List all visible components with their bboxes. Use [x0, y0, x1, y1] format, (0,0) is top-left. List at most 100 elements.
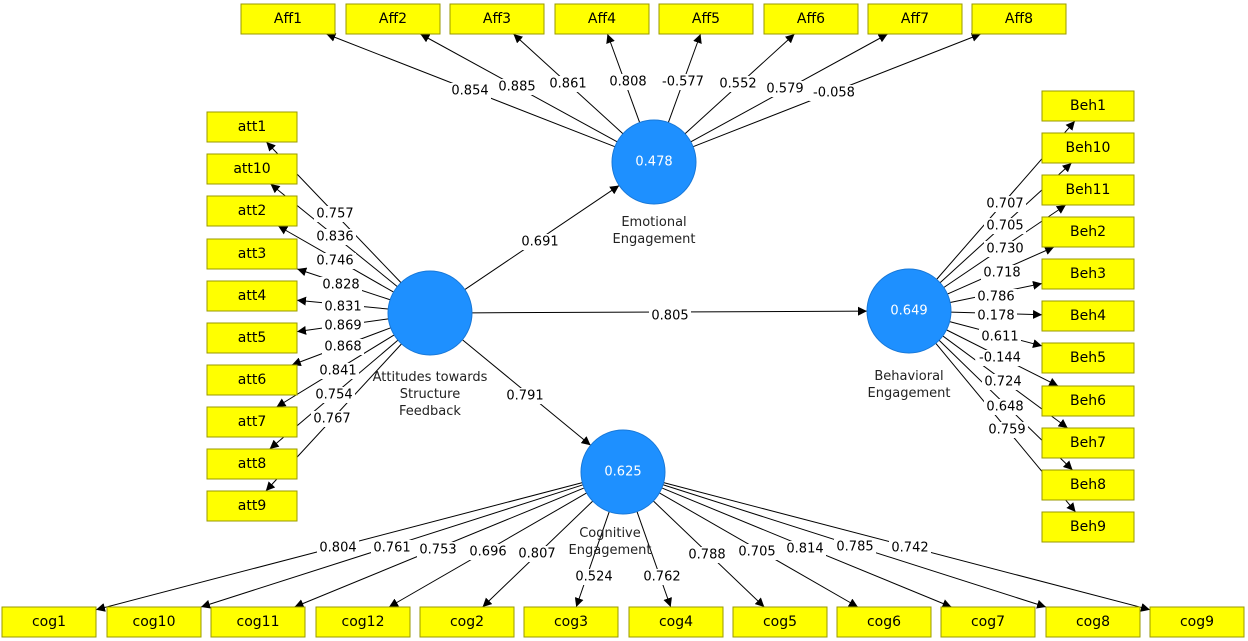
indicator-cog3[interactable]: cog3: [523, 606, 619, 638]
indicator-beh5[interactable]: Beh5: [1041, 342, 1135, 374]
indicator-label: att8: [238, 456, 266, 472]
indicator-aff4[interactable]: Aff4: [554, 3, 650, 35]
loading-label-aff3-bg: [547, 76, 589, 92]
loading-label-beh6-text: -0.144: [979, 351, 1021, 366]
indicator-beh8[interactable]: Beh8: [1041, 469, 1135, 501]
indicator-label: att1: [238, 119, 266, 135]
loading-label-aff3-text: 0.861: [549, 77, 586, 92]
indicator-aff1[interactable]: Aff1: [240, 3, 336, 35]
indicator-cog1[interactable]: cog1: [1, 606, 97, 638]
indicator-att9[interactable]: att9: [206, 490, 298, 522]
loading-label-aff5-bg: [658, 74, 708, 90]
indicator-att6[interactable]: att6: [206, 364, 298, 396]
indicator-label: att4: [238, 288, 267, 304]
loading-label-beh11-bg: [984, 241, 1026, 257]
loading-label-att4: 0.831: [322, 299, 364, 315]
indicator-aff5[interactable]: Aff5: [658, 3, 754, 35]
indicator-cog2[interactable]: cog2: [419, 606, 515, 638]
latent-att[interactable]: [387, 270, 473, 356]
latent-name-line: Engagement: [613, 232, 696, 247]
latent-circle: [611, 119, 697, 205]
indicator-box: [940, 606, 1036, 638]
indicator-label: Aff7: [901, 11, 929, 27]
loading-label-att6-text: 0.868: [324, 340, 361, 355]
indicator-beh9[interactable]: Beh9: [1041, 511, 1135, 543]
indicator-beh10[interactable]: Beh10: [1041, 132, 1135, 164]
latent-name-line: Engagement: [868, 386, 951, 401]
loading-label-att3-text: 0.828: [322, 278, 359, 293]
indicator-box: [1041, 385, 1135, 417]
indicator-beh4[interactable]: Beh4: [1041, 300, 1135, 332]
loading-label-beh8-bg: [984, 399, 1026, 415]
indicator-box: [206, 153, 298, 185]
path-coef-att-to-cog: 0.791: [504, 388, 546, 404]
indicator-aff6[interactable]: Aff6: [763, 3, 859, 35]
indicator-att10[interactable]: att10: [206, 153, 298, 185]
indicator-aff2[interactable]: Aff2: [345, 3, 441, 35]
latent-cog[interactable]: 0.625: [580, 429, 666, 515]
loading-label-beh4: 0.178: [975, 308, 1017, 324]
indicator-beh1[interactable]: Beh1: [1041, 90, 1135, 122]
indicator-cog5[interactable]: cog5: [732, 606, 828, 638]
loading-label-cog2: 0.807: [516, 546, 558, 562]
loading-label-aff6-bg: [717, 76, 759, 92]
latent-name-line: Emotional: [621, 215, 686, 230]
indicator-beh2[interactable]: Beh2: [1041, 216, 1135, 248]
indicator-cog7[interactable]: cog7: [940, 606, 1036, 638]
latent-r-squared: 0.649: [890, 304, 927, 319]
latent-emo[interactable]: 0.478: [611, 119, 697, 205]
path-coef-att-to-cog-text: 0.791: [506, 389, 543, 404]
loading-label-cog7: 0.814: [784, 541, 826, 557]
loading-label-beh10-bg: [984, 218, 1026, 234]
indicator-cog8[interactable]: cog8: [1045, 606, 1141, 638]
loading-label-att2-bg: [314, 253, 356, 269]
indicator-att3[interactable]: att3: [206, 238, 298, 270]
loading-label-aff7: 0.579: [764, 81, 806, 97]
loading-label-aff4-text: 0.808: [609, 75, 646, 90]
indicator-label: Beh10: [1066, 140, 1111, 156]
loading-label-cog10-text: 0.761: [373, 541, 410, 556]
indicator-att1[interactable]: att1: [206, 111, 298, 143]
indicator-beh7[interactable]: Beh7: [1041, 427, 1135, 459]
loading-label-cog8-bg: [834, 539, 876, 555]
indicator-cog11[interactable]: cog11: [210, 606, 306, 638]
indicator-cog4[interactable]: cog4: [628, 606, 724, 638]
loading-label-aff1: 0.854: [449, 83, 491, 99]
loading-label-beh1-text: 0.707: [986, 197, 1023, 212]
indicator-att2[interactable]: att2: [206, 195, 298, 227]
indicator-cog12[interactable]: cog12: [315, 606, 411, 638]
loading-label-att9-bg: [311, 411, 353, 427]
loading-label-beh9: 0.759: [986, 422, 1028, 438]
indicator-box: [867, 3, 963, 35]
loading-label-att2: 0.746: [314, 253, 356, 269]
loading-label-beh5-text: 0.611: [981, 330, 1018, 345]
indicator-label: cog9: [1180, 614, 1214, 630]
indicator-aff8[interactable]: Aff8: [971, 3, 1067, 35]
loading-label-att3-bg: [320, 277, 362, 293]
indicator-box: [554, 3, 650, 35]
loading-label-att5-bg: [322, 318, 364, 334]
indicator-aff3[interactable]: Aff3: [449, 3, 545, 35]
indicator-aff7[interactable]: Aff7: [867, 3, 963, 35]
indicator-label: cog4: [659, 614, 693, 630]
latent-name-line: Attitudes towards: [373, 370, 488, 385]
loading-edge-cog3: [574, 511, 610, 608]
loading-label-att5-text: 0.869: [324, 319, 361, 334]
indicator-att4[interactable]: att4: [206, 280, 298, 312]
indicator-cog9[interactable]: cog9: [1149, 606, 1245, 638]
loading-label-cog5: 0.788: [686, 547, 728, 563]
indicator-cog10[interactable]: cog10: [106, 606, 202, 638]
indicator-att7[interactable]: att7: [206, 406, 298, 438]
indicator-att8[interactable]: att8: [206, 448, 298, 480]
indicator-beh6[interactable]: Beh6: [1041, 385, 1135, 417]
indicator-att5[interactable]: att5: [206, 322, 298, 354]
edge-labels-layer: 0.7570.8360.7460.8280.8310.8690.8680.841…: [311, 74, 1028, 585]
indicator-cog6[interactable]: cog6: [836, 606, 932, 638]
loading-label-cog3-bg: [573, 569, 615, 585]
indicator-beh3[interactable]: Beh3: [1041, 258, 1135, 290]
indicator-label: att2: [238, 203, 266, 219]
path-coef-att-to-emo: 0.691: [519, 234, 561, 250]
indicator-box: [732, 606, 828, 638]
latent-beh[interactable]: 0.649: [866, 268, 952, 354]
indicator-beh11[interactable]: Beh11: [1041, 174, 1135, 206]
